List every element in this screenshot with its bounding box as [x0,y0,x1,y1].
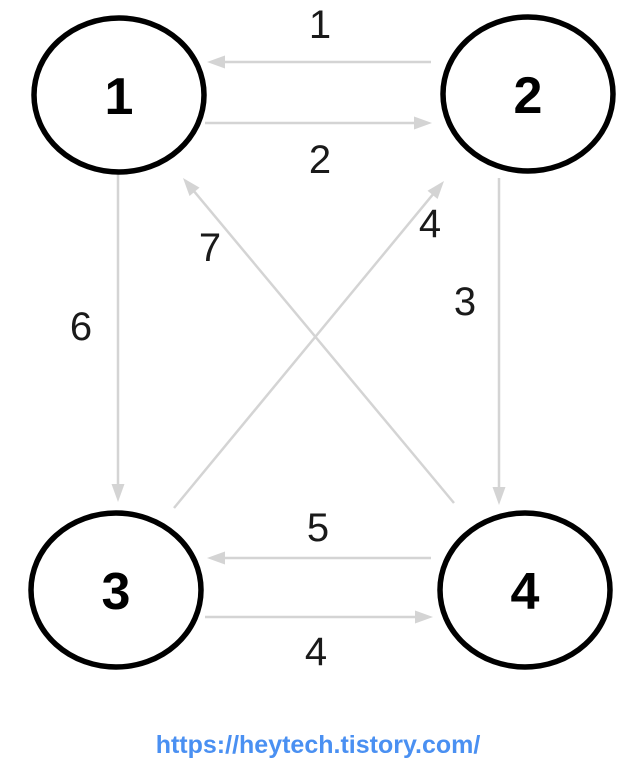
edge-4-to-3: 5 [207,506,431,565]
arrowhead-icon [492,487,506,505]
edge-weight-label: 7 [199,226,221,270]
edge-2-to-1: 1 [207,3,431,69]
edge-weight-label: 2 [309,138,331,182]
arrowhead-icon [414,116,432,130]
node-2: 2 [440,14,616,174]
node-1: 1 [31,15,207,175]
node-3: 3 [28,510,204,670]
node-4: 4 [437,510,613,670]
arrowhead-icon [415,610,433,624]
node-circle [437,510,613,670]
arrowhead-icon [207,55,225,69]
node-label: 3 [102,563,131,621]
node-label: 1 [105,68,134,126]
node-label: 4 [511,563,540,621]
edge-line [192,189,455,504]
edge-weight-label: 4 [419,202,441,246]
node-label: 2 [514,67,543,125]
edge-weight-label: 5 [307,506,329,550]
edge-weight-label: 6 [70,305,92,349]
arrowhead-icon [183,178,200,196]
edge-3-to-2: 4 [173,181,444,509]
node-circle [28,510,204,670]
arrowhead-icon [427,181,444,200]
edge-4-to-1: 7 [183,178,455,504]
edge-1-to-2: 2 [205,116,432,182]
edge-3-to-4: 4 [205,610,433,674]
node-circle [440,14,616,174]
edge-2-to-4: 3 [454,178,506,505]
edge-1-to-3: 6 [70,174,125,502]
edge-weight-label: 1 [309,3,331,47]
node-circle [31,15,207,175]
arrowhead-icon [207,551,225,565]
edge-weight-label: 4 [305,630,327,674]
edge-line [173,192,435,509]
footer-url-link[interactable]: https://heytech.tistory.com/ [155,731,481,759]
arrowhead-icon [111,484,125,502]
edge-weight-label: 3 [454,280,476,324]
